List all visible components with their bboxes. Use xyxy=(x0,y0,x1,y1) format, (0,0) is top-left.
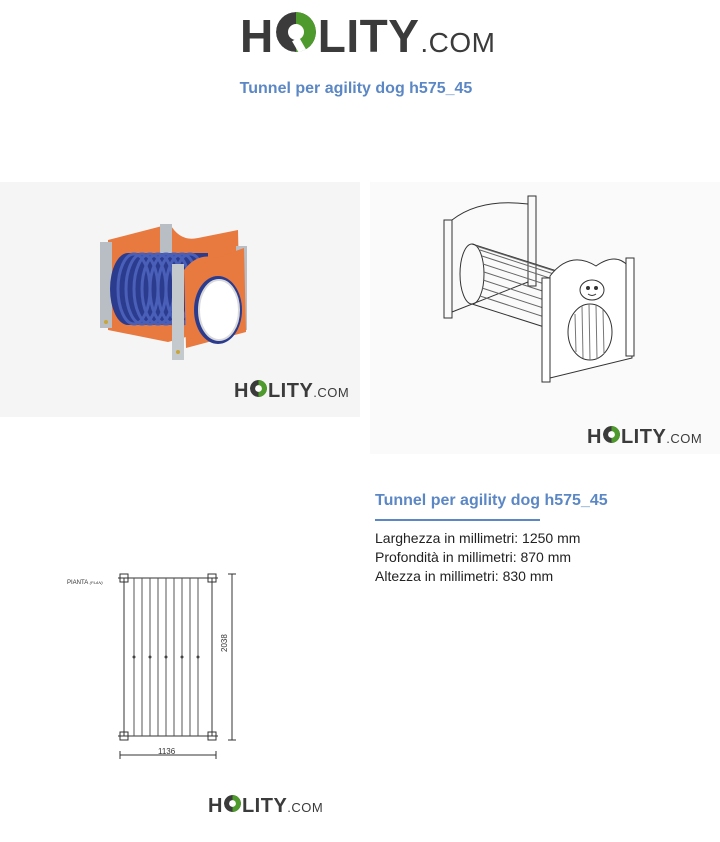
logo-letters-lity: LITY xyxy=(317,10,420,62)
product-render-image[interactable] xyxy=(0,182,360,417)
logo-o-icon xyxy=(602,426,620,443)
logo-letter-h: H xyxy=(240,10,274,62)
plan-width-dimension: 1136 xyxy=(158,747,176,756)
holity-logo-drawing: H LITY .COM xyxy=(587,426,702,449)
tunnel-render-graphic xyxy=(100,224,247,360)
logo-domain: .COM xyxy=(287,800,324,815)
logo-o-icon xyxy=(275,12,316,52)
logo-letters-lity: LITY xyxy=(241,795,288,817)
spec-width: Larghezza in millimetri: 1250 mm xyxy=(375,530,581,546)
holity-logo-plan: H LITY .COM xyxy=(208,795,323,818)
logo-letter-h: H xyxy=(234,380,249,402)
product-line-drawing[interactable] xyxy=(370,182,720,454)
product-plan-drawing[interactable] xyxy=(0,470,340,837)
plan-label-sub: (PLAN) xyxy=(89,580,103,585)
product-info: Tunnel per agility dog h575_45 Larghezza… xyxy=(375,492,705,586)
logo-letter-h: H xyxy=(587,426,602,448)
logo-letter-h: H xyxy=(208,795,223,817)
holity-logo-header[interactable]: H LITY .COM xyxy=(240,12,496,66)
holity-logo-render: H LITY .COM xyxy=(234,380,349,403)
spec-height: Altezza in millimetri: 830 mm xyxy=(375,568,554,584)
tunnel-line-drawing-graphic xyxy=(443,195,635,383)
product-title: Tunnel per agility dog h575_45 xyxy=(375,492,608,509)
logo-domain: .COM xyxy=(420,27,496,58)
logo-domain: .COM xyxy=(666,431,703,446)
logo-o-icon xyxy=(249,380,267,397)
plan-label-text: PIANTA xyxy=(67,580,88,586)
spec-depth: Profondità in millimetri: 870 mm xyxy=(375,549,572,565)
plan-view-graphic xyxy=(118,573,236,759)
plan-height-dimension: 2038 xyxy=(220,634,229,652)
page-title: Tunnel per agility dog h575_45 xyxy=(239,80,473,97)
logo-domain: .COM xyxy=(313,385,350,400)
logo-letters-lity: LITY xyxy=(620,426,667,448)
title-underline xyxy=(375,519,540,521)
plan-label: PIANTA (PLAN) xyxy=(67,580,103,586)
logo-o-icon xyxy=(223,795,241,812)
logo-letters-lity: LITY xyxy=(267,380,314,402)
